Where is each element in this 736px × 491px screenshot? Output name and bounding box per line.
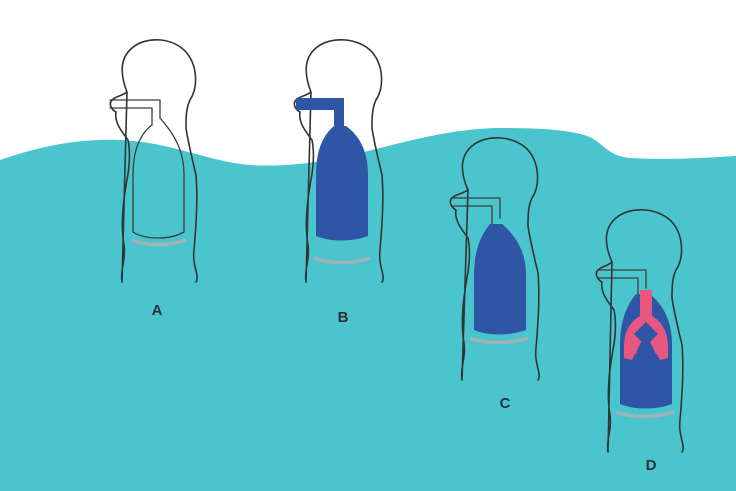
figure-a-label: A xyxy=(152,302,163,319)
figure-c-label: C xyxy=(500,395,511,412)
figure-b-airway-fill xyxy=(296,98,344,130)
figure-b-label: B xyxy=(338,309,349,326)
figure-b-lungs-fill xyxy=(316,126,368,241)
figure-d-label: D xyxy=(646,457,657,474)
